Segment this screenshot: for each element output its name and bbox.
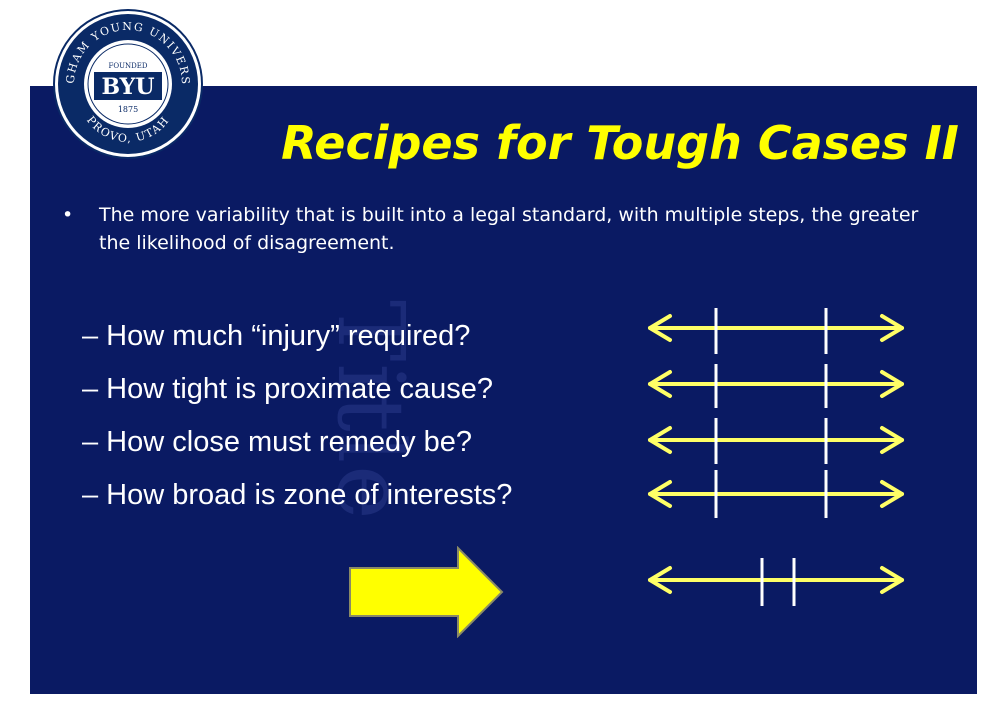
double-arrow-icon: [648, 314, 904, 342]
slide-background: [30, 86, 977, 694]
byu-seal-logo: BRIGHAM YOUNG UNIVERSITY PROVO, UTAH FOU…: [52, 8, 203, 159]
double-arrow-icon: [648, 370, 904, 398]
seal-year: 1875: [118, 105, 138, 114]
seal-name: BYU: [101, 74, 154, 100]
bullet-text: The more variability that is built into …: [99, 204, 919, 254]
subpoint-injury: – How much “injury” required?: [82, 320, 471, 352]
slide-title: Recipes for Tough Cases II: [281, 116, 959, 170]
subpoint-proximate-cause: – How tight is proximate cause?: [82, 373, 494, 405]
scale-lines: [648, 308, 904, 606]
double-arrow-icon: [648, 566, 904, 594]
seal-founded: FOUNDED: [109, 62, 148, 70]
double-arrow-icon: [648, 426, 904, 454]
subpoint-zone-of-interests: – How broad is zone of interests?: [82, 479, 513, 511]
right-arrow-icon: [349, 546, 504, 638]
bullet-dot: •: [62, 204, 74, 226]
double-arrow-icon: [648, 480, 904, 508]
subpoint-remedy: – How close must remedy be?: [82, 426, 473, 458]
